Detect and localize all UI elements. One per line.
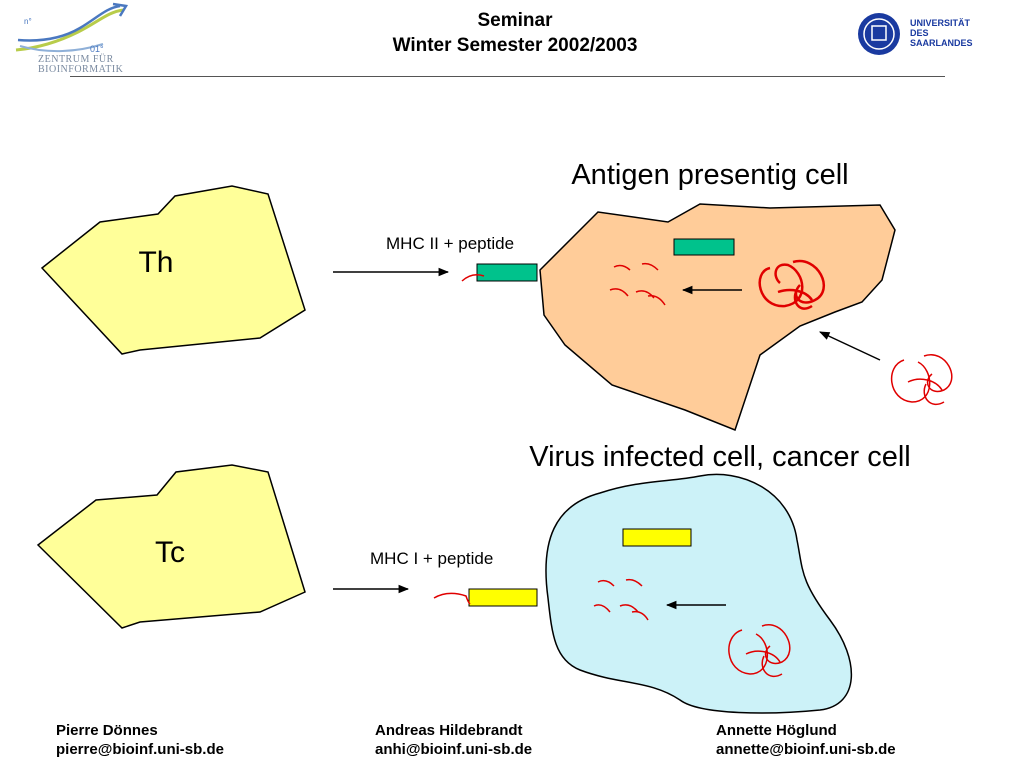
peptide-fragments-apc xyxy=(609,262,666,306)
peptide-mhc2 xyxy=(461,274,485,282)
peptide-mhc1 xyxy=(433,592,471,605)
virus-cell-title: Virus infected cell, cancer cell xyxy=(529,441,910,473)
header-divider xyxy=(70,76,945,77)
virus-infected-cell xyxy=(545,473,852,714)
logo-text-line1: ZENTRUM FÜR xyxy=(38,54,114,65)
uds-line2: DES xyxy=(910,28,929,38)
svg-text:01°: 01° xyxy=(90,44,104,54)
virus-particle xyxy=(728,624,791,677)
page-title: Seminar Winter Semester 2002/2003 xyxy=(300,8,730,58)
mhc2-molecule-surface xyxy=(476,263,538,282)
author-name: Andreas Hildebrandt xyxy=(375,722,523,739)
title-line2: Winter Semester 2002/2003 xyxy=(392,35,638,56)
mhc1-molecule-internal xyxy=(622,528,692,547)
logo-text-line2: BIOINFORMATIK xyxy=(38,64,124,75)
tc-cell xyxy=(36,464,306,629)
uds-line3: SAARLANDES xyxy=(910,38,973,48)
apc-title: Antigen presentig cell xyxy=(571,159,848,191)
pathogen-external xyxy=(890,353,953,405)
author-email: anhi@bioinf.uni-sb.de xyxy=(375,741,533,758)
th-label: Th xyxy=(138,246,173,279)
mhc1-label: MHC I + peptide xyxy=(370,549,493,568)
mhc1-molecule-surface xyxy=(468,588,538,607)
th-cell xyxy=(40,185,306,355)
antigen-presenting-cell xyxy=(539,203,896,431)
mhc2-label: MHC II + peptide xyxy=(386,234,514,253)
mhc2-molecule-internal xyxy=(673,238,735,256)
author-name: Annette Höglund xyxy=(716,722,837,739)
author-2: Andreas Hildebrandt anhi@bioinf.uni-sb.d… xyxy=(375,721,532,759)
pathogen-internal-apc xyxy=(758,259,826,310)
title-line1: Seminar xyxy=(477,10,553,31)
uds-line1: UNIVERSITÄT xyxy=(910,18,971,28)
author-1: Pierre Dönnes pierre@bioinf.uni-sb.de xyxy=(56,721,224,759)
arrow-pathogen-uptake xyxy=(819,331,881,361)
helix-arrow-icon: n° 01° xyxy=(15,2,129,54)
author-email: pierre@bioinf.uni-sb.de xyxy=(56,741,224,758)
tc-label: Tc xyxy=(155,536,185,569)
author-3: Annette Höglund annette@bioinf.uni-sb.de xyxy=(716,721,896,759)
author-name: Pierre Dönnes xyxy=(56,722,158,739)
svg-text:n°: n° xyxy=(24,17,32,26)
university-seal-icon xyxy=(858,13,900,55)
author-email: annette@bioinf.uni-sb.de xyxy=(716,741,896,758)
peptide-fragments-virus xyxy=(593,578,649,621)
